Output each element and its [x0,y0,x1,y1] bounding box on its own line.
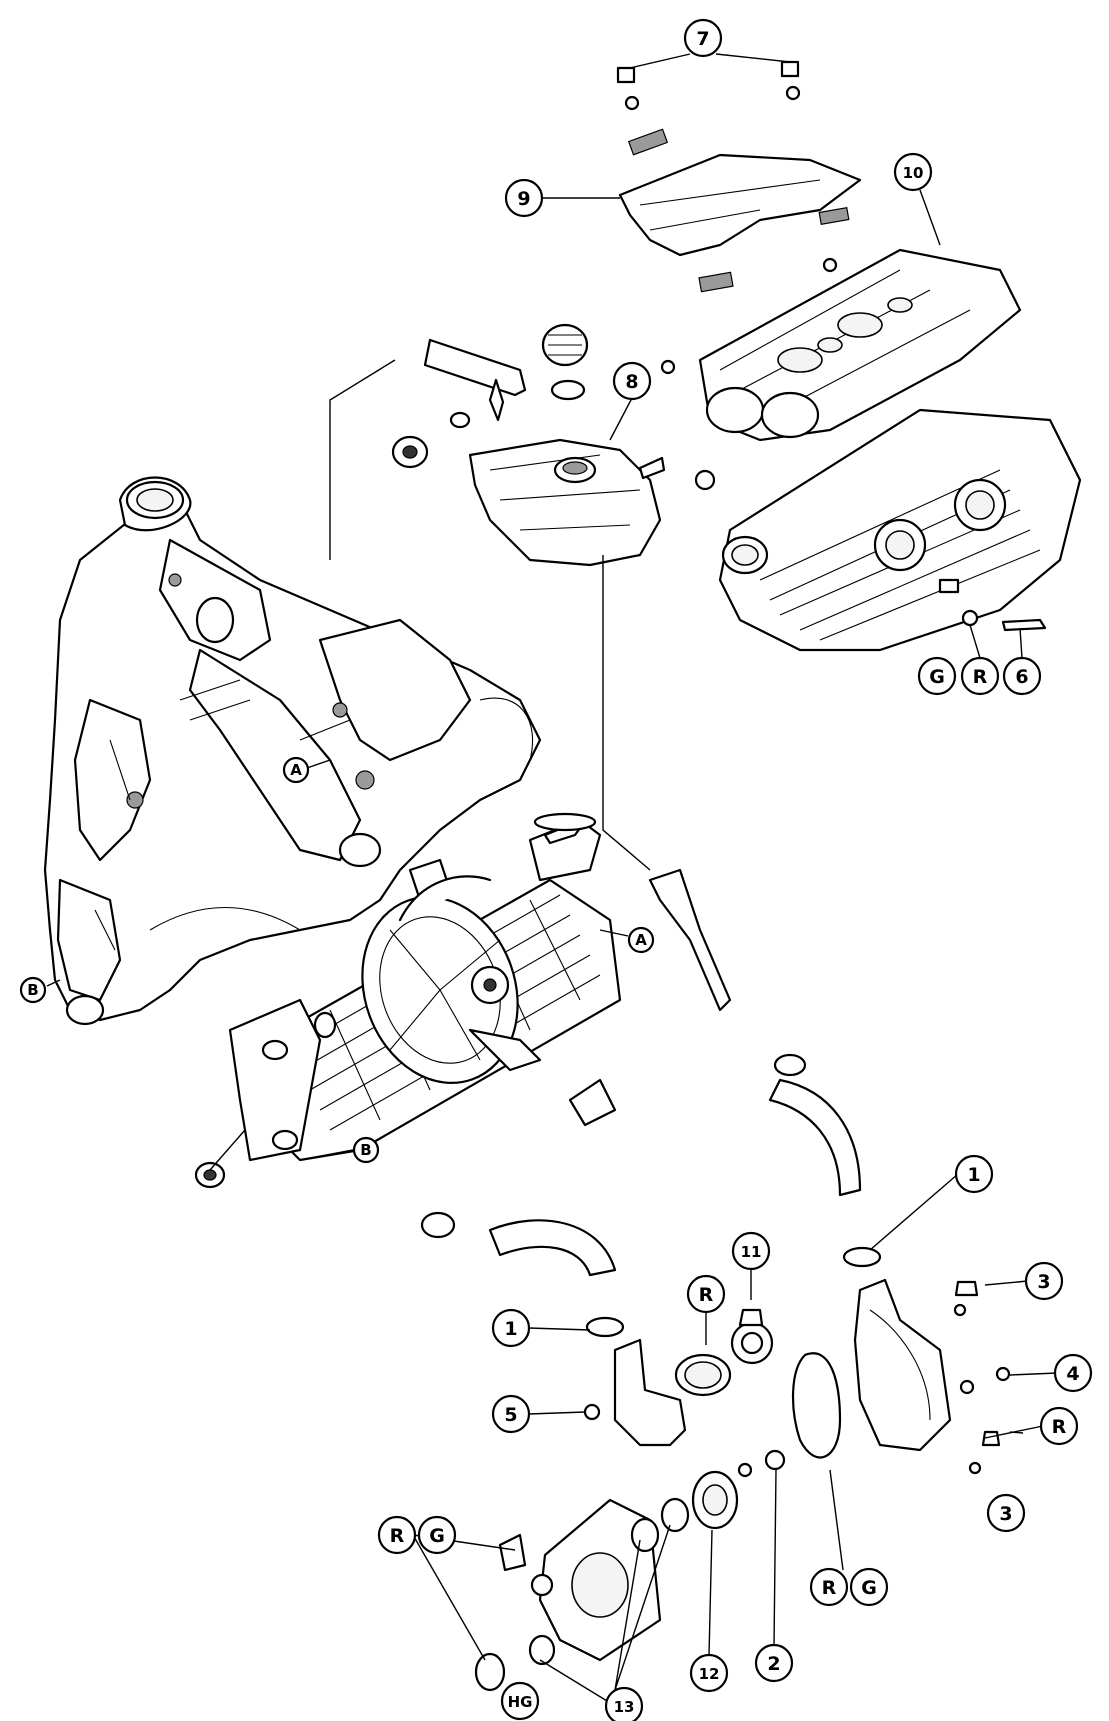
callout-11: 11 [731,1231,771,1271]
callout-g-1-label: G [929,666,945,688]
callout-r-3-label: R [1052,1416,1067,1438]
callout-g-5: G [849,1567,889,1607]
callout-r-5: R [809,1567,849,1607]
callout-10-label: 10 [903,164,924,182]
cooling-fan [361,858,542,1084]
callout-10: 10 [893,152,933,192]
callout-12: 12 [689,1653,729,1693]
callout-1-a-label: 1 [967,1164,980,1186]
callout-3-b: 3 [986,1493,1026,1533]
callout-a-2-label: A [635,931,647,949]
callout-9-label: 9 [517,188,530,210]
callout-7-label: 7 [696,28,709,50]
callout-a-1: A [282,756,310,784]
callout-13-label: 13 [614,1698,635,1716]
callout-r-1: R [960,656,1000,696]
motorcycle-frame [43,476,542,1026]
cylinder-head-cover [698,248,1022,442]
cylinder-head [718,408,1082,652]
callout-a-1-label: A [290,761,302,779]
callout-6-label: 6 [1015,666,1028,688]
callout-r-3: R [1039,1406,1079,1446]
callout-6: 6 [1002,656,1042,696]
callout-2-label: 2 [767,1653,780,1675]
callout-1-b: 1 [491,1308,531,1348]
reservoir-tank [391,323,716,567]
callout-r-5-label: R [822,1577,837,1599]
callout-3-b-label: 3 [999,1503,1012,1525]
callout-8: 8 [612,361,652,401]
callout-g-4: G [417,1515,457,1555]
callout-g-1: G [917,656,957,696]
callout-4: 4 [1053,1353,1093,1393]
callout-a-2: A [627,926,655,954]
callout-r-1-label: R [973,666,988,688]
hoses [420,868,882,1338]
callout-5-label: 5 [504,1404,517,1426]
callout-4-label: 4 [1066,1363,1079,1385]
callout-11-label: 11 [741,1243,762,1261]
callout-1-b-label: 1 [504,1318,517,1340]
water-pump [474,1449,786,1692]
callout-r-2-label: R [699,1284,714,1306]
callout-g-5-label: G [861,1577,877,1599]
callout-5: 5 [491,1394,531,1434]
callout-13: 13 [604,1686,644,1721]
callout-r-2: R [686,1274,726,1314]
callout-b-2: B [352,1136,380,1164]
thermostat-housing [583,1308,774,1447]
callout-b-1-label: B [27,981,38,999]
callout-9: 9 [504,178,544,218]
callout-12-label: 12 [699,1665,720,1683]
engine-shroud [618,128,862,293]
callout-3-a-label: 3 [1037,1271,1050,1293]
callout-hg: HG [500,1681,540,1721]
callout-r-4-label: R [390,1525,405,1547]
callout-g-4-label: G [429,1525,445,1547]
leader-lines [46,53,1058,1705]
callout-1-a: 1 [954,1154,994,1194]
callout-hg-label: HG [508,1693,533,1711]
water-pump-cover [792,1278,982,1475]
callout-b-2-label: B [360,1141,371,1159]
callout-r-4: R [377,1515,417,1555]
callout-8-label: 8 [625,371,638,393]
callout-b-1: B [19,976,47,1004]
callout-7: 7 [683,18,723,58]
callout-2: 2 [754,1643,794,1683]
callout-3-a: 3 [1024,1261,1064,1301]
